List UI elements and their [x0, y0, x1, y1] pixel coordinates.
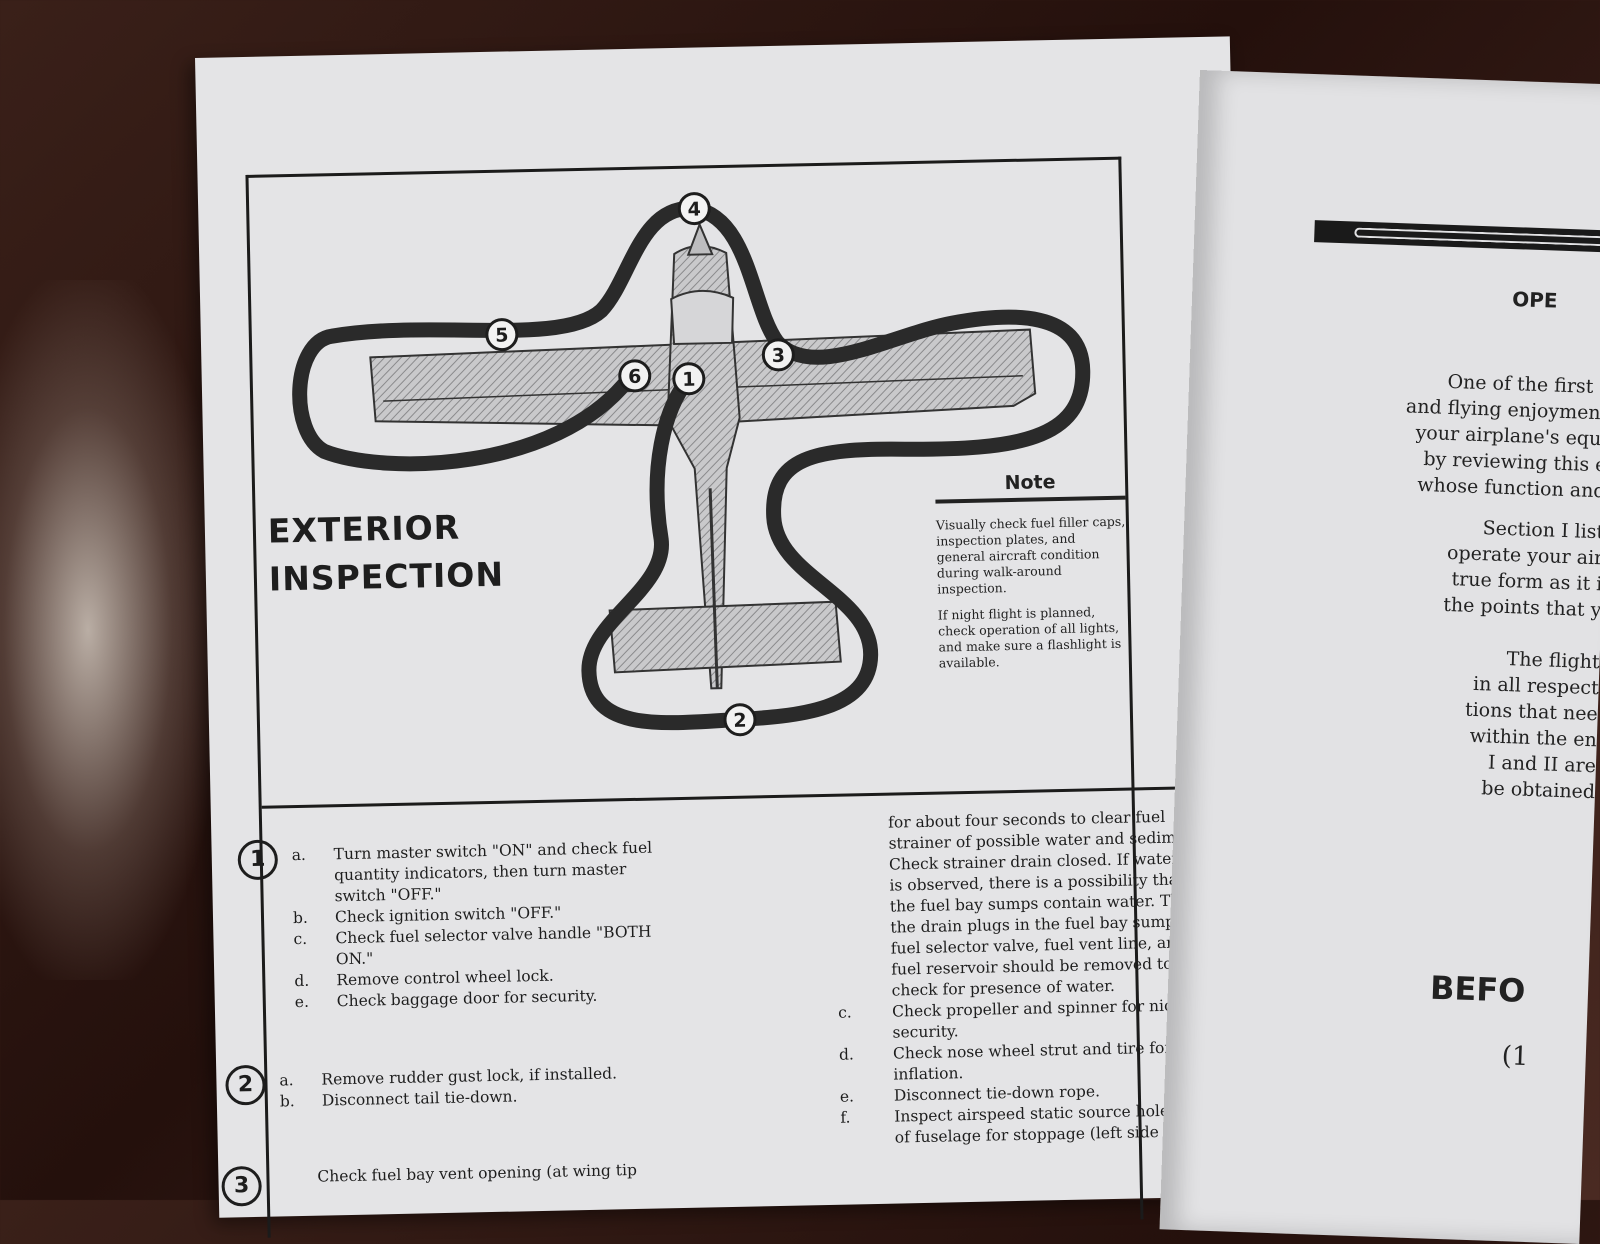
right-page-paragraph-2: Section I list operate your air true for…	[1442, 517, 1600, 622]
step-1: 1 a. Turn master switch "ON" and check f…	[237, 836, 721, 1014]
svg-text:1: 1	[682, 369, 696, 391]
manual-right-page: OPE One of the first s and flying enjoym…	[1159, 70, 1600, 1244]
canopy-shape	[670, 289, 735, 346]
tail-shape	[608, 600, 842, 674]
title-line-2: INSPECTION	[268, 554, 505, 599]
station-marker-2: 2	[723, 703, 757, 737]
step-3-partial: 3 Check fuel bay vent opening (at wing t…	[221, 1158, 741, 1207]
section-header-bar	[1314, 220, 1600, 254]
exterior-inspection-title: EXTERIOR INSPECTION	[267, 503, 505, 604]
note-box: Note Visually check fuel filler caps, in…	[934, 469, 1129, 682]
station-marker-3: 3	[761, 338, 795, 372]
right-page-heading: OPE	[1511, 287, 1558, 313]
step-3-number: 3	[221, 1165, 263, 1207]
manual-left-page: 1 2 3 4 5 6 EXTERIOR	[195, 36, 1255, 1238]
airplane-walkaround-diagram: 1 2 3 4 5 6	[292, 192, 1091, 737]
right-page-paragraph-3: The flight in all respect tions that nee…	[1464, 648, 1600, 804]
inspection-frame: 1 2 3 4 5 6 EXTERIOR	[221, 156, 1230, 1238]
table-glare	[0, 280, 220, 980]
svg-text:4: 4	[687, 198, 701, 220]
step-3-text: Check fuel bay vent opening (at wing tip	[317, 1160, 638, 1186]
note-title: Note	[934, 469, 1126, 504]
title-line-1: EXTERIOR	[267, 507, 461, 551]
step-1-item-a: a. Turn master switch "ON" and check fue…	[291, 838, 653, 906]
station-marker-5: 5	[485, 318, 519, 352]
station-marker-1: 1	[672, 362, 706, 396]
note-paragraph-2: If night flight is planned, check operat…	[937, 604, 1122, 671]
right-page-paren: (1	[1501, 1041, 1529, 1073]
right-page-befo-heading: BEFO	[1429, 968, 1527, 1010]
svg-text:5: 5	[495, 324, 509, 346]
walkaround-path	[292, 201, 1091, 731]
svg-text:3: 3	[772, 345, 786, 367]
spinner-shape	[686, 221, 714, 256]
right-page-paragraph-1: One of the first s and flying enjoyment …	[1405, 370, 1600, 503]
svg-text:2: 2	[733, 710, 747, 732]
station-marker-6: 6	[618, 359, 652, 393]
svg-text:6: 6	[628, 366, 642, 388]
station-marker-4: 4	[677, 192, 711, 226]
note-paragraph-1: Visually check fuel filler caps, inspect…	[935, 513, 1126, 597]
step-2: 2 a. Remove rudder gust lock, if install…	[225, 1062, 706, 1114]
